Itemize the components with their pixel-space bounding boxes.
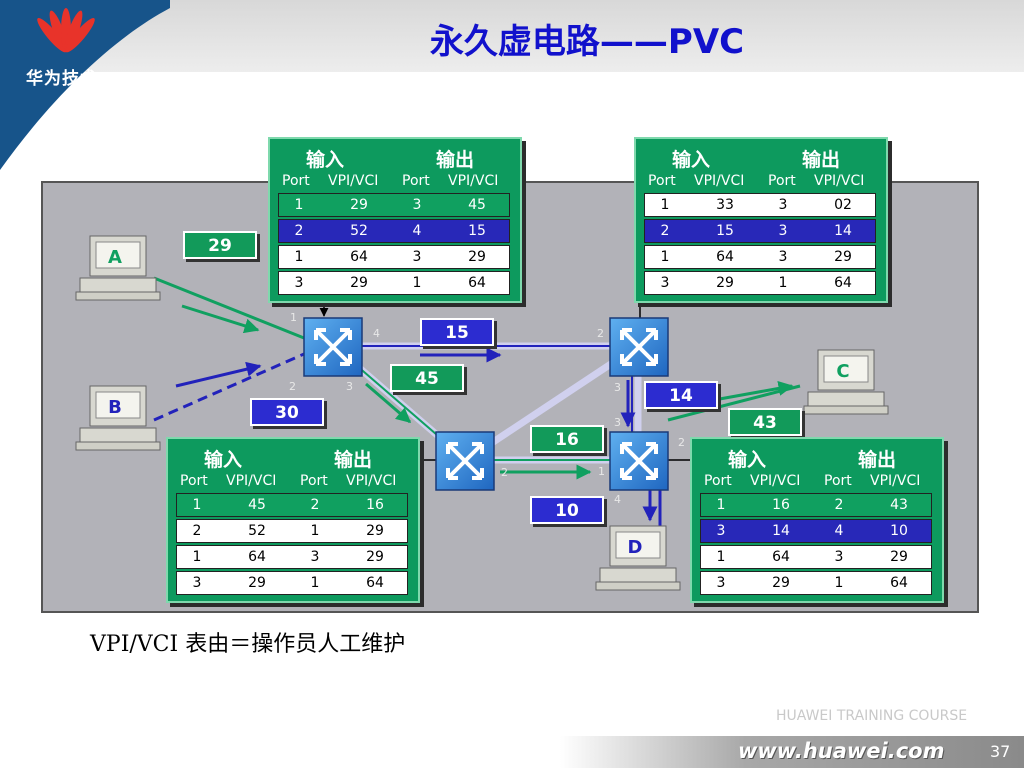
host-b-computer-icon [75,385,161,451]
host-a-label: A [108,247,122,268]
table-header-out: 输出 [436,149,475,171]
header-band [0,0,1024,72]
port-label: 3 [346,380,353,393]
vpi-tag-16: 16 [530,425,604,453]
vpi-tag-45: 45 [390,364,464,392]
page-number: 37 [990,742,1011,761]
course-label: HUAWEI TRAINING COURSE [776,708,968,724]
col-vpi-in: VPI/VCI [750,473,801,489]
port-label: 2 [501,466,508,479]
atm-switch-2-icon [609,317,669,377]
port-label: 3 [614,381,621,394]
vpi-tag-14: 14 [644,381,718,409]
vpi-tag-43: 43 [728,408,802,436]
host-c-label: C [836,361,850,382]
col-vpi-in: VPI/VCI [328,173,379,189]
port-label: 1 [598,465,605,478]
host-d-label: D [627,537,643,558]
host-b-label: B [108,397,122,418]
col-vpi-in: VPI/VCI [226,473,277,489]
col-port-out: Port [768,173,796,189]
port-label: 2 [678,436,685,449]
table-header-in: 输入 [306,149,345,171]
slide-title: 永久虚电路——PVC [429,22,745,62]
col-vpi-out: VPI/VCI [346,473,397,489]
col-vpi-out: VPI/VCI [814,173,865,189]
table-header-out: 输出 [858,449,897,471]
atm-switch-4-icon [609,431,669,491]
host-c-computer-icon [803,349,889,415]
col-port-in: Port [648,173,676,189]
port-label: 2 [289,380,296,393]
vpi-tag-29: 29 [183,231,257,259]
col-port-in: Port [704,473,732,489]
col-vpi-out: VPI/VCI [448,173,499,189]
host-a-computer-icon [75,235,161,301]
port-label: 4 [614,493,621,506]
table-header-in: 输入 [672,149,711,171]
vpi-tag-15: 15 [420,318,494,346]
footer-band [560,736,1024,768]
col-port-out: Port [824,473,852,489]
atm-switch-3-icon [435,431,495,491]
flow-arrows [175,304,794,522]
vpi-tag-10: 10 [530,496,604,524]
port-label: 3 [614,416,621,429]
col-port-out: Port [402,173,430,189]
port-label: 4 [373,327,380,340]
port-label: 1 [290,311,297,324]
logo-text: 华为技术 [26,69,98,89]
atm-switch-1-icon [303,317,363,377]
port-label: 2 [597,327,604,340]
slide-caption: VPI/VCI 表由＝操作员人工维护 [90,632,406,657]
col-port-in: Port [282,173,310,189]
vpi-tag-30: 30 [250,398,324,426]
huawei-logo-icon [0,0,170,170]
col-port-in: Port [180,473,208,489]
table-header-in: 输入 [204,449,243,471]
website-link[interactable]: www.huawei.com [738,739,945,763]
table-header-out: 输出 [802,149,841,171]
col-vpi-out: VPI/VCI [870,473,921,489]
col-vpi-in: VPI/VCI [694,173,745,189]
host-d-computer-icon [595,525,681,591]
table-header-out: 输出 [334,449,373,471]
col-port-out: Port [300,473,328,489]
table-header-in: 输入 [728,449,767,471]
